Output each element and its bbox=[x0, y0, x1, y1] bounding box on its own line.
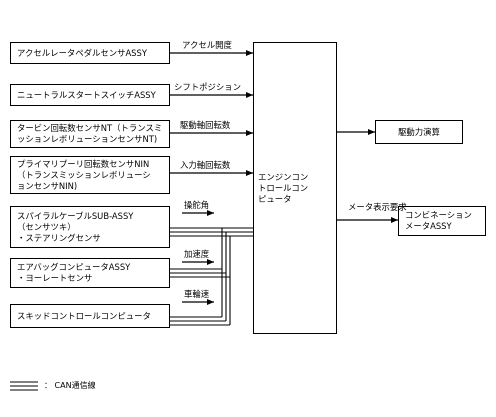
turbine-speed-sensor-line-2: ッションレボリューションセンサNT) bbox=[17, 134, 158, 144]
legend-can-label: ： CAN通信線 bbox=[44, 381, 96, 390]
signal-label-input-rpm: 入力軸回転数 bbox=[180, 160, 231, 170]
airbag-computer-line-1: エアバッグコンピュータASSY bbox=[17, 262, 131, 272]
signal-label-shift: シフトポジション bbox=[174, 82, 241, 92]
box-skid-control-computer: スキッドコントロールコンピュータ bbox=[10, 304, 170, 328]
accelerator-pedal-sensor-label: アクセルレータペダルセンサASSY bbox=[17, 47, 147, 58]
box-turbine-speed-sensor: タービン回転数センサNT（トランスミ ッションレボリューションセンサNT) bbox=[10, 120, 170, 148]
ecu-line-1: エンジンコン bbox=[258, 171, 309, 182]
signal-label-drive-rpm: 駆動軸回転数 bbox=[180, 120, 231, 130]
primary-pulley-sensor-line-2: （トランスミッションレボリューシ bbox=[17, 169, 151, 180]
skid-control-computer-label: スキッドコントロールコンピュータ bbox=[17, 310, 151, 321]
box-primary-pulley-speed-sensor: プライマリプーリ回転数センサNIN （トランスミッションレボリューシ ョンセンサ… bbox=[10, 156, 170, 194]
box-neutral-start-switch: ニュートラルスタートスイッチASSY bbox=[10, 84, 170, 106]
combination-meter-line-2: メータASSY bbox=[405, 221, 452, 231]
box-combination-meter: コンビネーション メータASSY bbox=[398, 206, 486, 236]
box-spiral-cable-steering-sensor: スパイラルケーブルSUB-ASSY （センサツキ） ・ステアリングセンサ bbox=[10, 206, 170, 248]
neutral-start-switch-label: ニュートラルスタートスイッチASSY bbox=[17, 89, 156, 100]
signal-label-wheel-speed: 車輪速 bbox=[184, 289, 210, 299]
box-driving-force-calculation: 駆動力演算 bbox=[375, 120, 463, 144]
signal-label-meter-request: メータ表示要求 bbox=[348, 202, 407, 212]
primary-pulley-sensor-line-3: ョンセンサNIN) bbox=[17, 180, 78, 191]
box-accelerator-pedal-sensor: アクセルレータペダルセンサASSY bbox=[10, 42, 170, 64]
signal-label-steer-angle: 操舵角 bbox=[184, 200, 210, 210]
signal-label-accel: アクセル開度 bbox=[182, 40, 232, 50]
turbine-speed-sensor-line-1: タービン回転数センサNT（トランスミ bbox=[17, 123, 163, 133]
airbag-computer-line-2: ・ヨーレートセンサ bbox=[17, 273, 93, 283]
can-bus bbox=[10, 227, 253, 391]
primary-pulley-sensor-line-1: プライマリプーリ回転数センサNIN bbox=[17, 158, 150, 169]
spiral-cable-line-3: ・ステアリングセンサ bbox=[17, 232, 101, 243]
spiral-cable-line-2: （センサツキ） bbox=[17, 221, 76, 232]
driving-force-calculation-label: 駆動力演算 bbox=[398, 126, 440, 137]
ecu-line-2: トロールコン bbox=[258, 182, 309, 193]
signal-label-accel-rate: 加速度 bbox=[184, 249, 210, 259]
box-airbag-computer-yaw-rate: エアバッグコンピュータASSY ・ヨーレートセンサ bbox=[10, 258, 170, 288]
combination-meter-line-1: コンビネーション bbox=[405, 210, 472, 220]
spiral-cable-line-1: スパイラルケーブルSUB-ASSY bbox=[17, 210, 134, 221]
box-engine-control-computer: エンジンコン トロールコン ピュータ bbox=[253, 42, 337, 334]
ecu-line-3: ピュータ bbox=[258, 193, 292, 204]
